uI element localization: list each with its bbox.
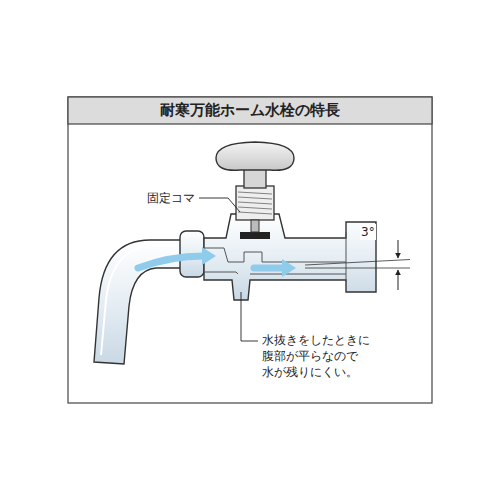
inner-bore	[204, 248, 346, 262]
flow-arrow-head	[282, 259, 296, 277]
flow-arrow	[254, 265, 283, 272]
flow-arrow-head	[202, 247, 216, 265]
part-label: 固定コマ	[146, 190, 196, 206]
thread-stroke	[238, 202, 272, 204]
slope-line	[305, 260, 410, 266]
dimension-arrow	[398, 270, 399, 290]
valve-body	[204, 214, 376, 300]
outlet-edge	[346, 232, 347, 282]
inner-bore-lower	[204, 272, 346, 274]
leader-line	[241, 292, 258, 341]
dimension-arrow	[398, 240, 399, 258]
valve-washer	[240, 232, 270, 239]
flow-arrow	[138, 256, 204, 268]
thread-stroke	[238, 197, 272, 199]
frame	[68, 97, 432, 403]
thread-stroke	[238, 212, 272, 214]
title-band	[68, 97, 432, 124]
thread-stroke	[238, 192, 272, 194]
title: 耐寒万能ホーム水栓の特長	[68, 100, 432, 120]
stem-thread	[238, 192, 272, 214]
note-text: 水抜きをしたときに 腹部が平らなので 水が残りにくい。	[262, 332, 386, 381]
stem	[251, 220, 259, 232]
thread-stroke	[238, 207, 272, 209]
reference-line	[305, 268, 410, 269]
handle-neck	[244, 168, 266, 188]
angle-dimension: 3°	[360, 224, 376, 240]
bonnet	[236, 186, 274, 220]
handle	[216, 142, 294, 170]
leader-line	[199, 198, 240, 212]
